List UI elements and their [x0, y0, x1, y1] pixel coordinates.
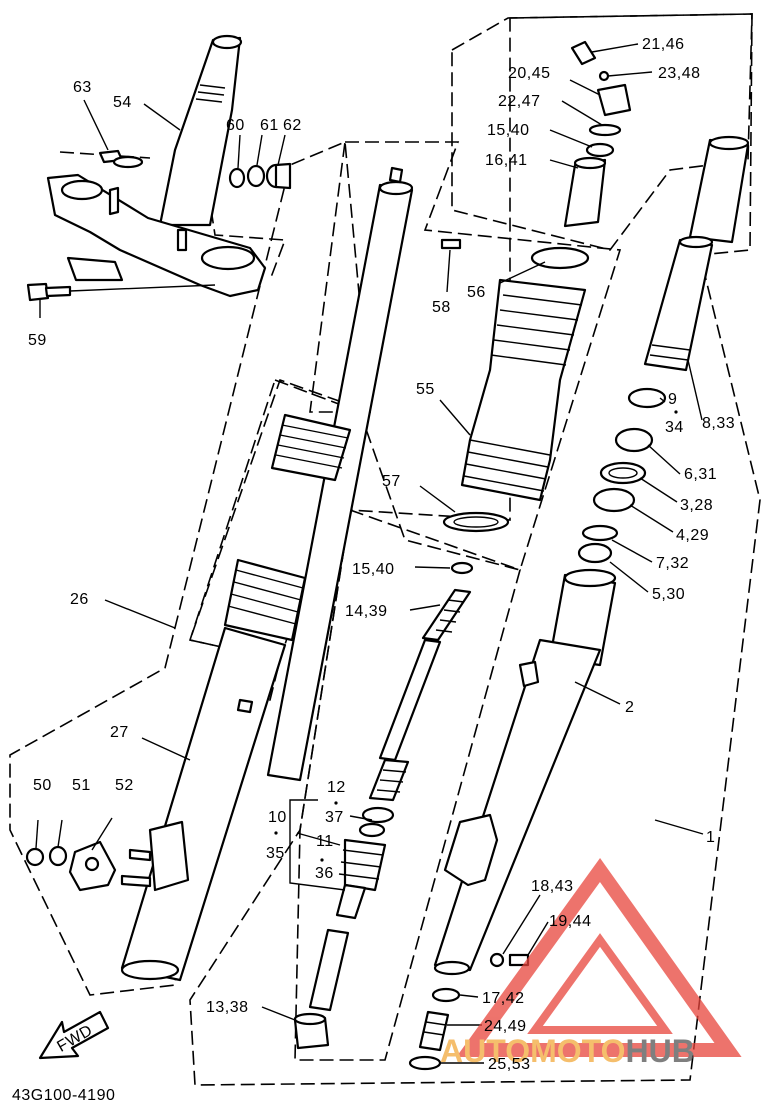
caliper-bracket-group [25, 840, 117, 892]
watermark-text: AUTOMOTOHUB [440, 1033, 695, 1069]
drain-screw [489, 952, 530, 968]
label-23-48: 23,48 [658, 65, 701, 82]
top-cap-parts [563, 40, 632, 228]
label-17-42: 17,42 [482, 990, 525, 1007]
label-2: 2 [625, 699, 634, 716]
label-16-41: 16,41 [485, 152, 528, 169]
right-inner-tube [643, 135, 750, 372]
label-19-44: 19,44 [549, 913, 592, 930]
label-22-47: 22,47 [498, 93, 541, 110]
left-fork-tube [120, 166, 414, 982]
label-25-53: 25,53 [488, 1056, 531, 1073]
label-9: 9 [668, 391, 677, 408]
watermark-triangle-inner [527, 933, 673, 1034]
label-27: 27 [110, 724, 129, 741]
label-1: 1 [706, 829, 715, 846]
label-58: 58 [432, 299, 451, 316]
label-54: 54 [113, 94, 132, 111]
label-3-28: 3,28 [680, 497, 713, 514]
watermark-part-c: HUB [625, 1033, 694, 1069]
label-59: 59 [28, 332, 47, 349]
label-12: 12 [327, 779, 346, 796]
label-50: 50 [33, 777, 52, 794]
steering-stem-assembly [26, 34, 292, 302]
label-36: 36 [315, 865, 334, 882]
label-5-30: 5,30 [652, 586, 685, 603]
label-14-39: 14,39 [345, 603, 388, 620]
outline-damper [294, 508, 521, 1061]
label-20-45: 20,45 [508, 65, 551, 82]
label-62: 62 [283, 117, 302, 134]
label-26: 26 [70, 591, 89, 608]
label-15-40-top: 15,40 [487, 122, 530, 139]
label-7-32: 7,32 [656, 555, 689, 572]
watermark-triangle [456, 857, 742, 1057]
damper-group [293, 561, 474, 1050]
label-57: 57 [382, 473, 401, 490]
label-61: 61 [260, 117, 279, 134]
part-labels: 21,46 20,45 23,48 22,47 15,40 16,41 63 5… [12, 36, 735, 1104]
label-34: 34 [665, 419, 684, 436]
label-55: 55 [416, 381, 435, 398]
label-6-31: 6,31 [684, 466, 717, 483]
label-63: 63 [73, 79, 92, 96]
outline-boot-group [309, 141, 622, 571]
right-outer-tube [433, 568, 617, 976]
label-37: 37 [325, 809, 344, 826]
dust-boot-group [440, 238, 590, 533]
fwd-arrow-icon: FWD [38, 1010, 110, 1060]
bottom-bolt-stack [408, 987, 461, 1071]
label-35: 35 [266, 845, 285, 862]
diagram-code: 43G100-4190 [12, 1087, 115, 1104]
leader-lines [35, 43, 704, 1064]
label-dots [274, 410, 678, 862]
watermark-part-a: AUTO [440, 1033, 530, 1069]
label-18-43: 18,43 [531, 878, 574, 895]
outline-right-assembly [189, 13, 761, 1086]
watermark-part-b: MOTO [530, 1033, 625, 1069]
label-10: 10 [268, 809, 287, 826]
label-4-29: 4,29 [676, 527, 709, 544]
label-15-40-mid: 15,40 [352, 561, 395, 578]
label-13-38: 13,38 [206, 999, 249, 1016]
label-21-46: 21,46 [642, 36, 685, 53]
label-24-49: 24,49 [484, 1018, 527, 1035]
label-51: 51 [72, 777, 91, 794]
label-11: 11 [316, 833, 334, 850]
seal-stack [577, 387, 667, 564]
label-52: 52 [115, 777, 134, 794]
label-56: 56 [467, 284, 486, 301]
watermark-logo: AUTOMOTOHUB [440, 857, 742, 1069]
label-8-33: 8,33 [702, 415, 735, 432]
label-60: 60 [226, 117, 245, 134]
